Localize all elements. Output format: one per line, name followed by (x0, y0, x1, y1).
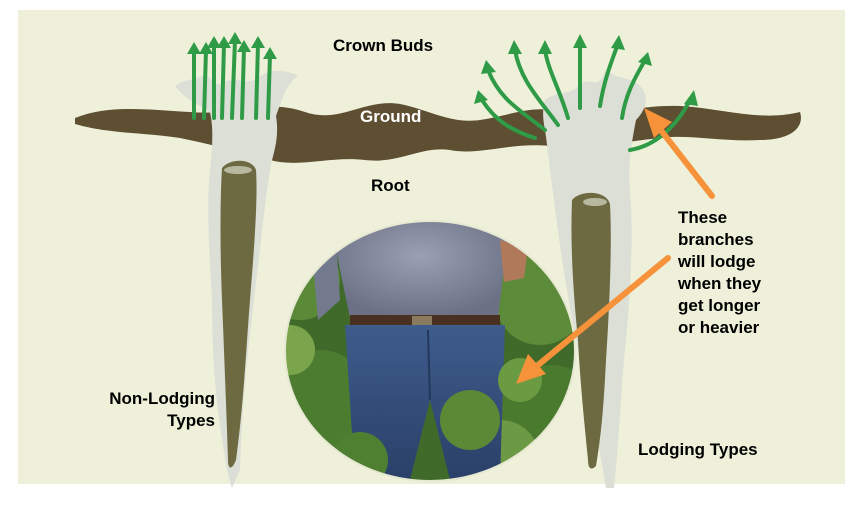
branches-line: These (678, 207, 808, 229)
root-label: Root (371, 175, 410, 196)
branches-line: will lodge (678, 251, 808, 273)
branches-line: or heavier (678, 317, 808, 339)
non-lodging-line-1: Non-Lodging (85, 388, 215, 410)
ground-label: Ground (360, 106, 421, 127)
branches-line: when they (678, 273, 808, 295)
non-lodging-line-2: Types (85, 410, 215, 432)
branches-line: get longer (678, 295, 808, 317)
non-lodging-label: Non-Lodging Types (85, 388, 215, 432)
lodging-types-label: Lodging Types (638, 439, 758, 460)
branches-line: branches (678, 229, 808, 251)
crown-buds-label: Crown Buds (333, 35, 433, 56)
branches-callout: These branches will lodge when they get … (678, 207, 808, 339)
